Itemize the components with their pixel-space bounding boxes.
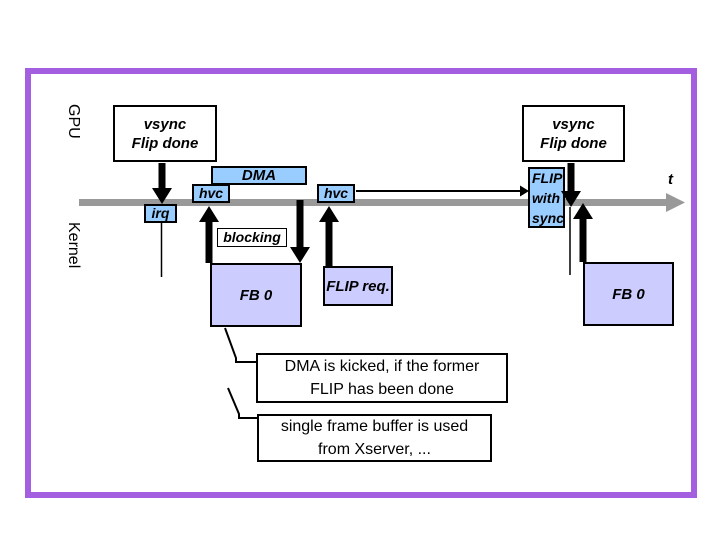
note-single-framebuffer: single frame buffer is used from Xserver… <box>257 414 492 462</box>
hvc-box-right: hvc <box>317 184 355 203</box>
blocking-box: blocking <box>217 228 287 247</box>
fb0-box-left: FB 0 <box>210 263 302 327</box>
fb0-box-right: FB 0 <box>583 262 674 326</box>
time-axis-label: t <box>668 171 673 188</box>
vsync-flip-done-box-left: vsync Flip done <box>113 105 217 162</box>
hvc-box-left: hvc <box>192 184 230 203</box>
irq-box: irq <box>144 204 177 223</box>
note-dma-kicked: DMA is kicked, if the former FLIP has be… <box>256 353 508 403</box>
flip-with-sync-box: FLIP with sync <box>528 167 565 228</box>
dma-box: DMA <box>211 166 307 185</box>
gpu-lane-label: GPU <box>65 104 82 139</box>
kernel-lane-label: Kernel <box>65 222 82 269</box>
vsync-flip-done-box-right: vsync Flip done <box>522 105 625 162</box>
flip-req-box: FLIP req. <box>323 266 393 306</box>
